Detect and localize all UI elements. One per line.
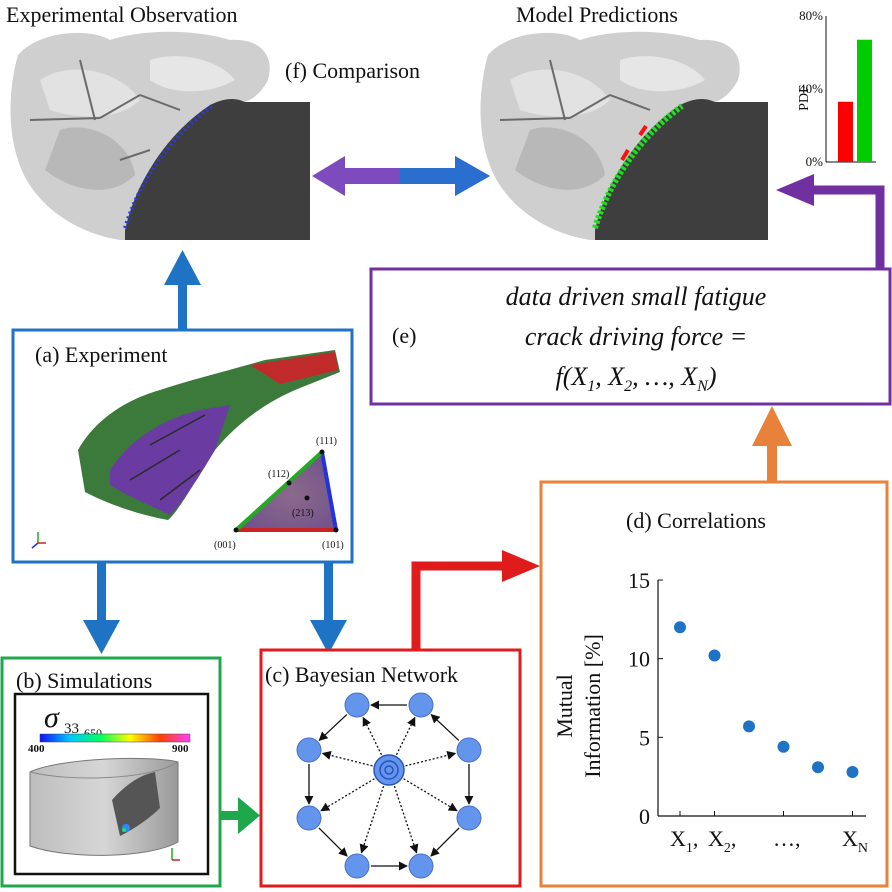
equation-line-2: crack driving force = — [525, 322, 747, 351]
inset-tick-80: 80% — [799, 8, 823, 23]
bn-node-5 — [344, 853, 370, 879]
stress-colorbar — [39, 733, 191, 743]
ipf-label-213: (213) — [292, 508, 314, 519]
chart-xtick-1: X2, — [708, 826, 736, 856]
chart-xtick-3: XN — [842, 826, 868, 856]
bn-edge-ring-7 — [318, 714, 348, 742]
equation-line-1: data driven small fatigue — [506, 282, 767, 311]
panel-d-correlations — [539, 480, 889, 888]
ipf-label-101: (101) — [322, 540, 344, 551]
bn-node-4 — [408, 853, 434, 879]
arrow-a-to-c — [310, 562, 347, 654]
crack-3d-reconstruction — [78, 350, 340, 520]
bn-node-3 — [456, 805, 482, 831]
panel-c-label: (c) Bayesian Network — [265, 662, 458, 687]
chart-ytick-3: 15 — [628, 568, 650, 593]
model-predictions-title: Model Predictions — [516, 2, 678, 27]
chart-point-1 — [708, 649, 721, 662]
bn-edge-center-0 — [362, 716, 383, 756]
bn-node-6 — [296, 805, 322, 831]
bn-edge-ring-5 — [318, 827, 348, 857]
chart-ylabel-line1: Mutual — [552, 674, 577, 738]
bn-edge-center-1 — [395, 716, 416, 756]
axis-triad-icon — [31, 532, 46, 549]
inset-ylabel: PDF — [797, 85, 812, 111]
chart-point-3 — [777, 740, 790, 753]
inset-tick-0: 0% — [806, 154, 824, 169]
comparison-label: (f) Comparison — [285, 58, 420, 83]
inset-bar-0 — [838, 101, 853, 162]
simulation-cylinder-model — [29, 757, 179, 856]
chart-xtick-2: …, — [773, 826, 801, 851]
chart-point-0 — [674, 621, 686, 634]
inset-bar-1 — [857, 39, 872, 162]
bn-central-node — [373, 754, 405, 786]
bn-edge-ring-1 — [430, 713, 460, 741]
experimental-fracture-surface-image — [10, 31, 310, 240]
ipf-label-001: (001) — [214, 540, 236, 551]
inset-tick-40: 40% — [799, 81, 823, 96]
bn-node-1 — [408, 692, 434, 718]
panel-b-label: (b) Simulations — [16, 668, 152, 693]
chart-point-5 — [846, 765, 859, 778]
chart-point-4 — [812, 761, 824, 774]
model-prediction-fracture-surface-image — [480, 31, 768, 240]
bn-node-7 — [296, 737, 322, 763]
bn-node-0 — [344, 692, 370, 718]
chart-xtick-0: X1, — [670, 826, 698, 856]
comparison-double-arrow — [312, 156, 490, 196]
arrow-d-to-e — [752, 406, 792, 482]
bn-edge-ring-3 — [430, 827, 460, 857]
panel-a-label: (a) Experiment — [35, 342, 168, 367]
panel-e-label: (e) — [392, 323, 416, 348]
svg-text:33: 33 — [64, 721, 79, 737]
arrow-c-to-d — [411, 550, 540, 650]
chart-point-2 — [743, 720, 755, 733]
ipf-label-111: (111) — [316, 436, 337, 447]
bn-edge-center-2 — [405, 750, 457, 767]
experimental-observation-title: Experimental Observation — [6, 2, 238, 27]
svg-text:σ: σ — [44, 701, 60, 734]
bn-edge-center-7 — [321, 750, 373, 767]
bn-node-2 — [456, 737, 482, 763]
inset-pdf-bar-chart: PDF 80% 40% 0% — [797, 8, 876, 169]
ipf-label-112: (112) — [268, 469, 289, 480]
arrow-a-to-top — [164, 250, 201, 330]
chart-ytick-2: 10 — [628, 647, 650, 672]
panel-e-driving-force — [369, 267, 892, 406]
ipf-triangle-legend: (001) (101) (111) (112) (213) — [214, 436, 344, 551]
arrow-a-to-b — [83, 562, 120, 654]
bayesian-network-graph — [296, 692, 482, 879]
chart-ytick-0: 0 — [639, 804, 650, 829]
equation-line-3: f(X1, X2, …, XN) — [556, 362, 717, 395]
chart-ytick-1: 5 — [639, 725, 650, 750]
chart-ylabel-line2: Information [%] — [580, 634, 605, 778]
arrow-e-to-predictions — [776, 174, 885, 269]
arrow-b-to-c — [220, 797, 260, 834]
colorbar-max: 900 — [172, 743, 189, 755]
panel-d-label: (d) Correlations — [626, 508, 766, 533]
colorbar-min: 400 — [28, 743, 45, 755]
simulation-axis-triad-icon — [171, 848, 180, 861]
